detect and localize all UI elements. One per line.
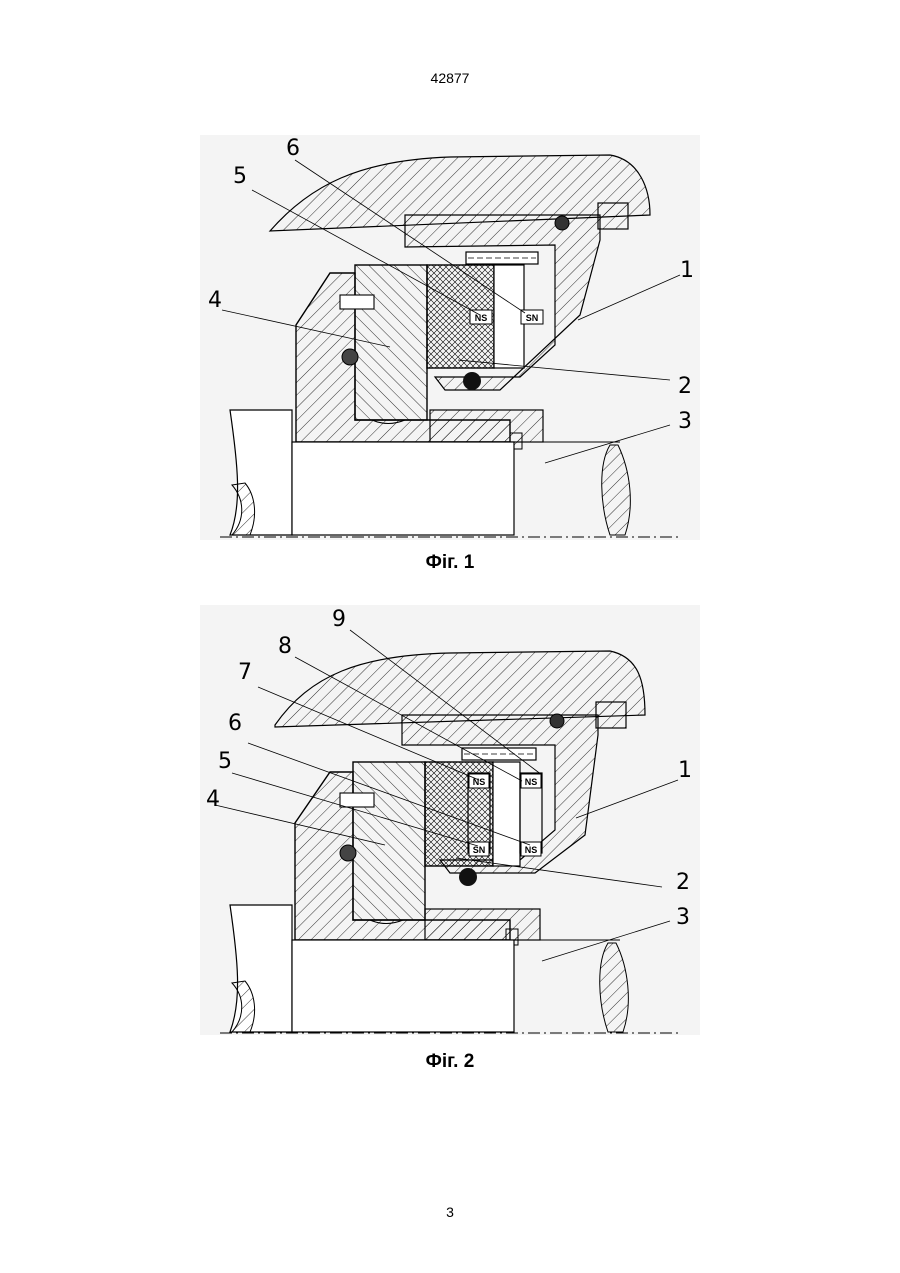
figure-1: NS SN 6 5 4 1 2 3 bbox=[200, 135, 700, 540]
callout-3: 3 bbox=[678, 409, 692, 434]
magnet-mark-4: NS bbox=[525, 845, 538, 855]
callout-4: 4 bbox=[206, 787, 220, 812]
shaft-3 bbox=[292, 940, 514, 1032]
shaft-end bbox=[230, 410, 292, 535]
part-4-rotating-ring bbox=[355, 265, 427, 420]
shaft-3 bbox=[292, 442, 514, 535]
page-number: 3 bbox=[0, 1204, 900, 1220]
callout-7: 7 bbox=[238, 660, 252, 685]
part-4-rotating-ring bbox=[353, 762, 425, 920]
magnet-mark-3: SN bbox=[473, 845, 486, 855]
drive-pin bbox=[340, 793, 374, 807]
magnet-mark-1: NS bbox=[475, 313, 488, 323]
flange-sleeve bbox=[425, 909, 540, 940]
o-ring-inner bbox=[463, 372, 481, 390]
callout-4: 4 bbox=[208, 288, 222, 313]
magnet-mark-2: NS bbox=[525, 777, 538, 787]
callout-9: 9 bbox=[332, 607, 346, 632]
callout-8: 8 bbox=[278, 634, 292, 659]
callout-6: 6 bbox=[286, 136, 300, 161]
o-ring-inner bbox=[459, 868, 477, 886]
figure-2-drawing: NS NS SN NS 9 8 7 6 5 4 1 2 3 bbox=[200, 605, 700, 1035]
shaft-end bbox=[230, 905, 292, 1032]
callout-5: 5 bbox=[233, 164, 247, 189]
callout-2: 2 bbox=[676, 870, 690, 895]
callout-2: 2 bbox=[678, 374, 692, 399]
figure-2-caption: Фіг. 2 bbox=[0, 1051, 900, 1073]
callout-6: 6 bbox=[228, 711, 242, 736]
o-ring-outer bbox=[550, 714, 564, 728]
figure-1-drawing: NS SN 6 5 4 1 2 3 bbox=[200, 135, 700, 540]
o-ring-outer bbox=[555, 216, 569, 230]
o-ring-sleeve bbox=[342, 349, 358, 365]
magnet-mark-2: SN bbox=[526, 313, 539, 323]
retaining-block bbox=[596, 702, 626, 728]
callout-1: 1 bbox=[680, 258, 694, 283]
retaining-block bbox=[598, 203, 628, 229]
callout-3: 3 bbox=[676, 905, 690, 930]
figure-2: NS NS SN NS 9 8 7 6 5 4 1 2 3 bbox=[200, 605, 700, 1035]
drive-pin bbox=[340, 295, 374, 309]
callout-1: 1 bbox=[678, 758, 692, 783]
document-number: 42877 bbox=[0, 70, 900, 86]
gap-ring bbox=[494, 265, 524, 368]
o-ring-sleeve bbox=[340, 845, 356, 861]
callout-5: 5 bbox=[218, 749, 232, 774]
flange-sleeve bbox=[430, 410, 543, 442]
figure-1-caption: Фіг. 1 bbox=[0, 552, 900, 574]
